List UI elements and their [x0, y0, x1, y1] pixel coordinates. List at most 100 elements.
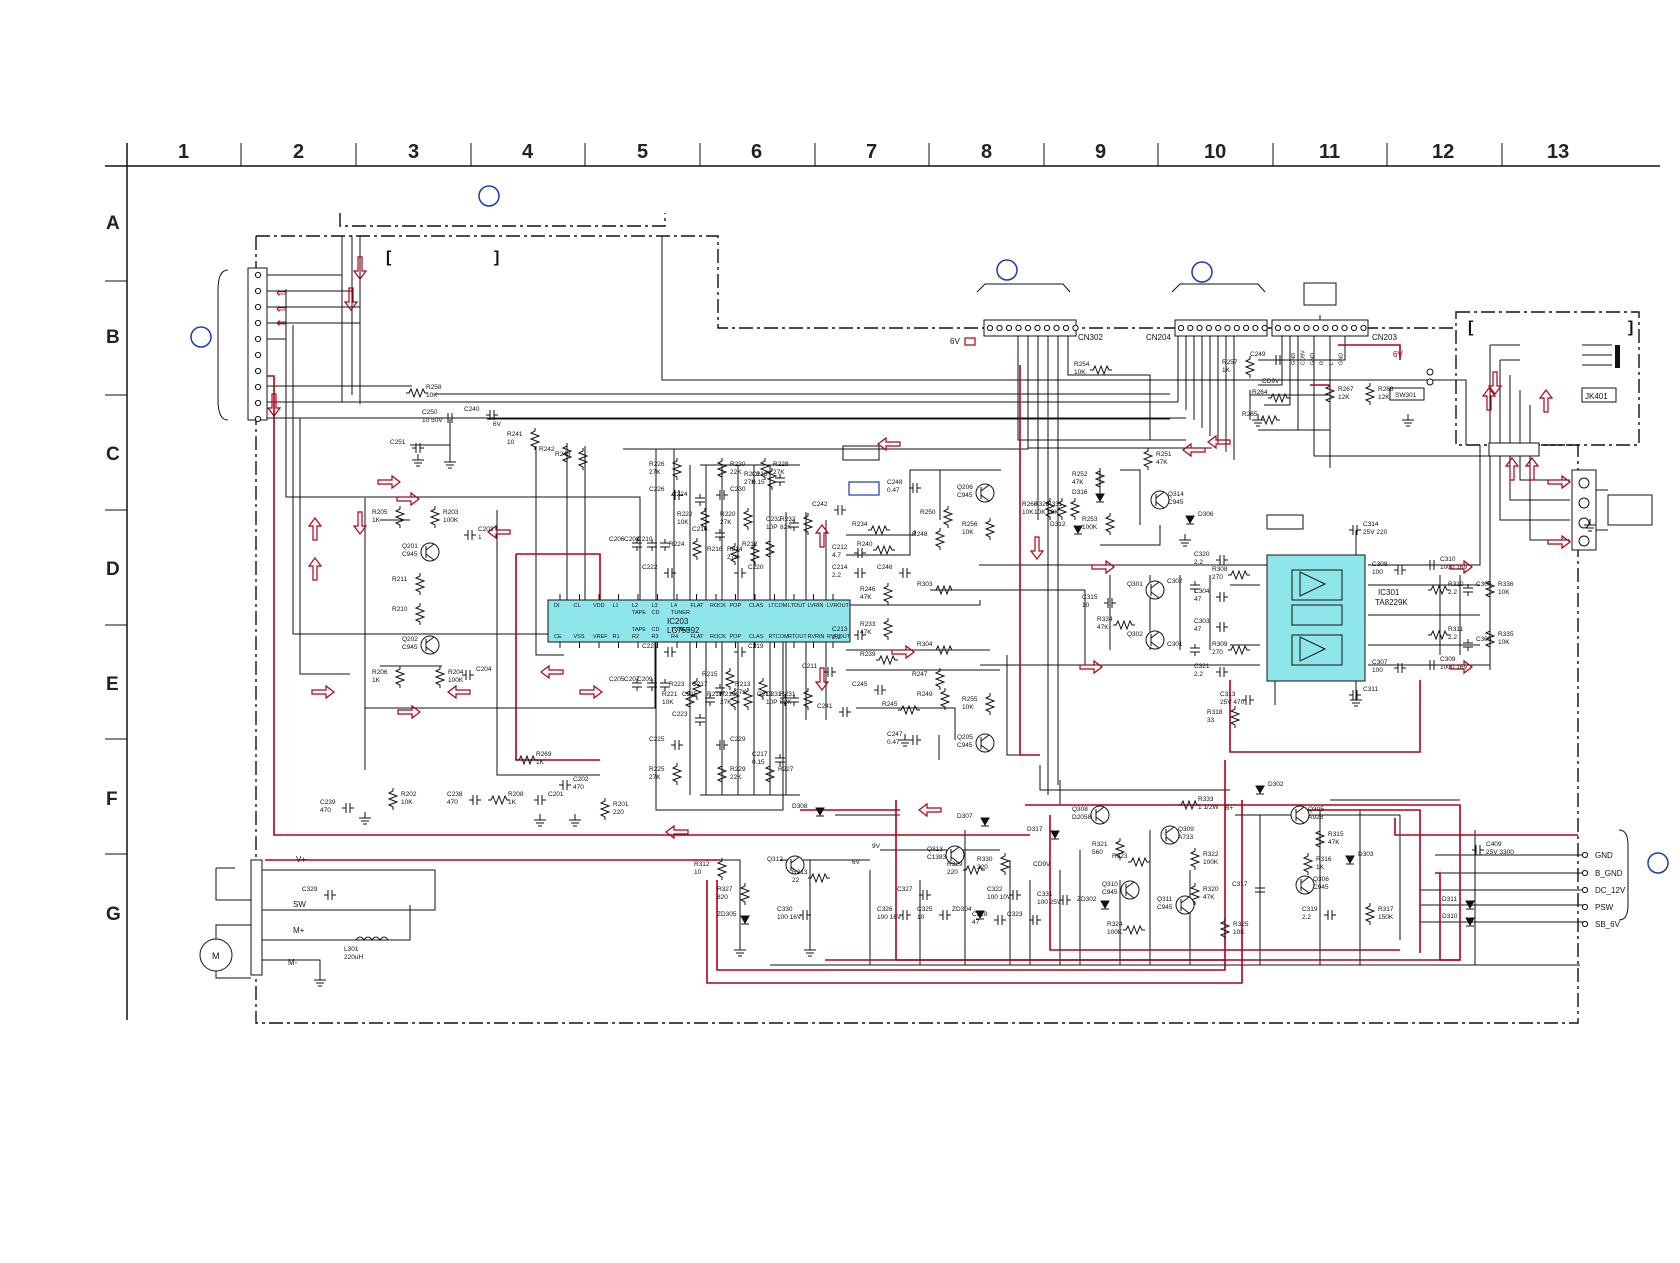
component-ref: Q310 [1102, 881, 1118, 888]
component-ref: C409 [1486, 841, 1502, 848]
component-ref: C218 [757, 691, 773, 698]
component-ref: R256 [962, 521, 978, 528]
component-ref: Q201 [402, 543, 418, 550]
component-ref: C214 [832, 564, 848, 571]
connector-pin [1243, 324, 1250, 332]
jk401-label: JK401 [1585, 392, 1608, 401]
component-symbol [1290, 805, 1310, 825]
rail-cd9v-label: CD9V [1033, 861, 1051, 868]
component-ref: R204 [448, 669, 464, 676]
component-symbol [1216, 667, 1228, 677]
component-value: C1383 [927, 854, 947, 861]
transistor-leads [1095, 806, 1105, 824]
component-symbol [695, 494, 705, 506]
component-symbol [1069, 498, 1081, 520]
ground-symbol [412, 454, 424, 467]
transistor-leads [425, 636, 435, 654]
component-value: 10K [1034, 509, 1046, 516]
connector-pin [1261, 324, 1268, 332]
component-ref: R320 [1203, 886, 1219, 893]
component-symbol [1465, 900, 1475, 910]
component-symbol [975, 483, 995, 503]
component-ref: R239 [860, 651, 876, 658]
component-value: 0.47 [887, 487, 900, 494]
component-ref: C303 [1194, 618, 1210, 625]
component-symbol [444, 413, 456, 423]
component-symbol [775, 474, 785, 486]
component-symbol [486, 410, 498, 420]
ic203-bottom-pin-sublabel: TUNER [671, 627, 690, 633]
power-terminal [1581, 869, 1589, 877]
component-symbol [994, 915, 1006, 925]
rail-6v-label: 6V [852, 859, 861, 866]
component-ref: D302 [1268, 781, 1284, 788]
power-terminal [1581, 851, 1589, 859]
component-symbol [1120, 880, 1140, 900]
cn203-pin-label: L [1329, 362, 1335, 365]
connector-cn204: CN204 [1146, 319, 1268, 342]
component-symbol [660, 539, 670, 551]
component-symbol [660, 679, 670, 691]
component-symbol [671, 740, 683, 750]
component-ref: R219 [720, 691, 736, 698]
component-symbol [1056, 498, 1068, 520]
component-ref: R269 [536, 751, 552, 758]
connector-cn302: CN302 6V [950, 319, 1103, 346]
component-value: 1K [372, 517, 381, 524]
switch-sw301: SW301 6V CD9V [1262, 350, 1434, 401]
ic301-ref: IC301 [1378, 588, 1400, 597]
connector-pin [254, 319, 262, 327]
component-symbol [716, 490, 728, 500]
component-symbol [1229, 706, 1241, 728]
component-symbol [716, 740, 728, 750]
transistor-leads [1295, 806, 1305, 824]
component-ref: R329 [947, 861, 963, 868]
component-symbol [434, 666, 446, 688]
component-symbol [671, 763, 683, 785]
component-value: 10K [677, 519, 689, 526]
transistor-leads [980, 484, 990, 502]
component-symbol [1145, 630, 1165, 650]
component-symbol [561, 443, 573, 465]
transistor-leads [1150, 581, 1160, 599]
ic203-bottom-pin-sublabel: CD [652, 627, 660, 633]
component-ref: ZD305 [717, 911, 737, 918]
component-symbol [429, 506, 441, 528]
component-symbol [834, 505, 846, 515]
component-value: 220 [947, 869, 958, 876]
grid-column-label: 4 [522, 141, 534, 163]
transistor-leads [1180, 896, 1190, 914]
component-ref: R224 [669, 541, 685, 548]
component-ref: C311 [1363, 686, 1378, 693]
component-value: 2.2 [832, 572, 841, 579]
ic203-top-pin-label: CL [574, 603, 581, 609]
ic203-bottom-pin-label: ROCK [710, 634, 726, 640]
connector-pin [1015, 324, 1022, 332]
component-symbol [874, 685, 886, 695]
component-symbol [919, 890, 931, 900]
component-value: 100K [448, 677, 464, 684]
connector-pin [1360, 324, 1367, 332]
component-symbol [716, 763, 728, 785]
component-value: 10K [1074, 369, 1086, 376]
component-value: 47K [1203, 894, 1215, 901]
ic203-bottom-pin-label: VSS [574, 634, 585, 640]
component-symbol [934, 668, 946, 690]
component-symbol [1216, 555, 1228, 565]
component-ref: C308 [1372, 561, 1388, 568]
ic203-bottom-pin-label: R3 [652, 634, 659, 640]
component-symbol [1094, 468, 1106, 490]
component-ref: R202 [401, 791, 417, 798]
connector-pin [254, 303, 262, 311]
component-symbol [808, 872, 830, 884]
connector-pin [1187, 324, 1194, 332]
component-value: 100 25V [1037, 899, 1062, 906]
motor-v-plus: V+ [296, 855, 306, 864]
connector-pin [1233, 324, 1240, 332]
component-ref: R215 [702, 671, 718, 678]
component-symbol [815, 807, 825, 817]
component-value: 27K [649, 774, 661, 781]
component-ref: R308 [1212, 566, 1228, 573]
